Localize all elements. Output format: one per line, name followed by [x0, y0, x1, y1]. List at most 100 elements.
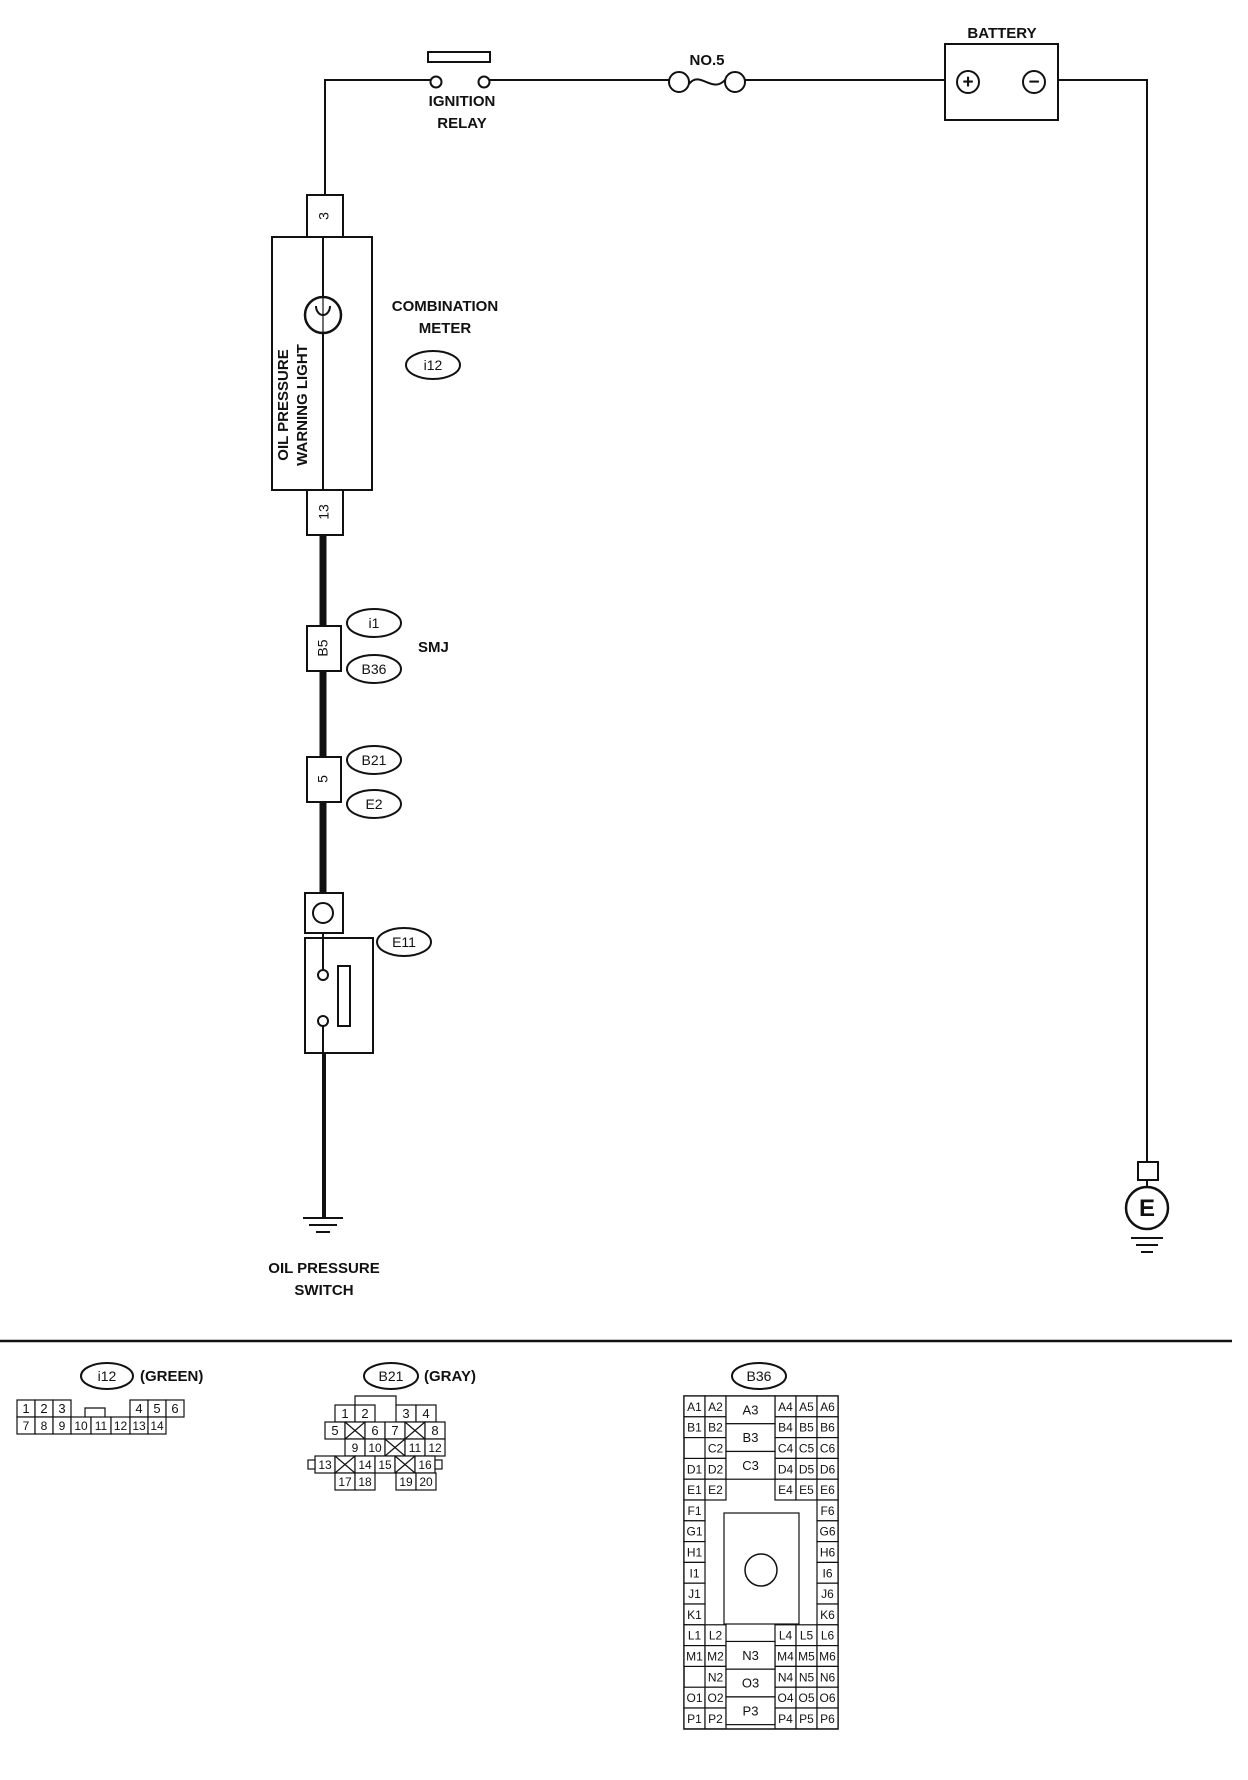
b21-pin-1: 1 [341, 1406, 348, 1421]
meter-terminal-13: 13 [316, 504, 332, 520]
meter-terminal-3: 3 [316, 212, 332, 220]
b36-pin-K1: K1 [687, 1608, 702, 1622]
b36-pin-O4: O4 [777, 1691, 793, 1705]
oil-switch-label-1: OIL PRESSURE [268, 1260, 379, 1277]
b36-pin-P3-cell [725, 1696, 776, 1726]
b36-pin-L4: L4 [779, 1629, 793, 1643]
ignition-relay: IGNITION RELAY [427, 51, 496, 132]
b36-pin-F1: F1 [687, 1504, 701, 1518]
b36-pin-L6: L6 [821, 1629, 835, 1643]
b36-pin-D4: D4 [778, 1462, 794, 1476]
b36-pin-J6: J6 [821, 1587, 834, 1601]
smj-connector: B5 i1 B36 SMJ [306, 608, 449, 684]
b36-pin-C4: C4 [778, 1442, 794, 1456]
b36-pin-I1: I1 [689, 1566, 699, 1580]
i12-key [84, 1407, 106, 1417]
b36-pin-P4: P4 [778, 1712, 793, 1726]
b36-pin-D1: D1 [687, 1462, 703, 1476]
fuse-label: NO.5 [689, 52, 724, 69]
battery-plus: + [962, 72, 973, 93]
smj-label: SMJ [418, 639, 449, 656]
b21-x-3 [384, 1438, 406, 1457]
b36-pin-M1: M1 [686, 1650, 703, 1664]
b21-view-id: B21 [379, 1368, 404, 1384]
b36-center-hole [744, 1553, 778, 1587]
b21-e2-connector: 5 B21 E2 [306, 745, 402, 819]
b21-pin-20: 20 [419, 1475, 433, 1489]
b21-pin-8: 8 [431, 1423, 438, 1438]
i12-pin-5: 5 [153, 1401, 160, 1416]
b36-pin-C3: C3 [742, 1458, 759, 1473]
b36-pin-A5: A5 [799, 1400, 814, 1414]
b21-pin-2: 2 [361, 1406, 368, 1421]
b21-pin-9: 9 [352, 1441, 359, 1455]
b36-pin-K6: K6 [820, 1608, 835, 1622]
b36-pin-O3: O3 [742, 1676, 759, 1691]
b36-pin-N2: N2 [708, 1670, 724, 1684]
switch-id-e11: E11 [392, 934, 416, 950]
b21-pin-20-cell [415, 1472, 437, 1491]
b36-pin-P5: P5 [799, 1712, 814, 1726]
smj-id-i1: i1 [369, 615, 380, 631]
b21-pin-12: 12 [428, 1441, 442, 1455]
b36-pin-L2: L2 [709, 1629, 723, 1643]
b21-x-1 [344, 1421, 366, 1440]
b36-pin-B2: B2 [708, 1421, 723, 1435]
b21-pin-11: 11 [409, 1441, 422, 1455]
b36-pin-D6: D6 [820, 1462, 836, 1476]
ignition-relay-label-2: RELAY [437, 115, 486, 132]
meter-connector-id: i12 [424, 357, 443, 373]
i12-pin-7: 7 [23, 1419, 30, 1433]
b21-pin-5: 5 [331, 1423, 338, 1438]
ground-symbol-e: E [1139, 1195, 1155, 1222]
b36-pin-D5: D5 [799, 1462, 815, 1476]
b36-pin-E4: E4 [778, 1483, 793, 1497]
b36-pin-E5: E5 [799, 1483, 814, 1497]
b21-top-key [354, 1395, 397, 1405]
b36-pin-A3: A3 [743, 1402, 759, 1417]
b36-pin-J1: J1 [688, 1587, 701, 1601]
i12-pin-8: 8 [41, 1419, 48, 1433]
e2-id: E2 [365, 796, 382, 812]
b21-x-4 [334, 1455, 356, 1474]
i12-pin-6-cell [165, 1399, 185, 1418]
b36-pin-B3: B3 [743, 1430, 759, 1445]
warning-light-label-2: WARNING LIGHT [294, 344, 311, 466]
b21-pin-17: 17 [338, 1475, 352, 1489]
combination-meter: 3 OIL PRESSURE WARNING LIGHT 13 COMBINAT… [271, 194, 498, 536]
b21-terminal-5: 5 [315, 775, 331, 783]
b36-pin-A4: A4 [778, 1400, 793, 1414]
b36-pin-C2: C2 [708, 1442, 724, 1456]
b36-pin-A6: A6 [820, 1400, 835, 1414]
oil-pressure-switch: E11 OIL PRESSURE SWITCH [268, 892, 432, 1299]
b21-id: B21 [362, 752, 387, 768]
b36-pin-N5: N5 [799, 1670, 815, 1684]
i12-pin-12: 12 [114, 1419, 128, 1433]
i12-pin-13: 13 [132, 1419, 146, 1433]
b36-pin-P1: P1 [687, 1712, 702, 1726]
b36-pin-N3: N3 [742, 1648, 759, 1663]
b36-pin-O5: O5 [798, 1691, 814, 1705]
ignition-relay-label-1: IGNITION [429, 93, 496, 110]
b21-pin-7: 7 [391, 1423, 398, 1438]
oil-switch-label-2: SWITCH [294, 1282, 353, 1299]
i12-pin-14-cell [147, 1416, 167, 1435]
b36-view-id: B36 [747, 1368, 772, 1384]
fuse-no5: NO.5 [668, 52, 746, 93]
battery-minus: − [1028, 72, 1039, 93]
i12-view-id: i12 [98, 1368, 117, 1384]
b21-pin-6: 6 [371, 1423, 378, 1438]
b36-pin-N3-cell [725, 1640, 776, 1670]
b36-pin-C5: C5 [799, 1442, 815, 1456]
b36-pin-A1: A1 [687, 1400, 702, 1414]
b36-pin-I6: I6 [822, 1566, 832, 1580]
b21-pin-15: 15 [378, 1458, 392, 1472]
i12-view-color: (GREEN) [140, 1368, 203, 1385]
i12-pin-9: 9 [59, 1419, 66, 1433]
battery-label: BATTERY [967, 25, 1036, 42]
